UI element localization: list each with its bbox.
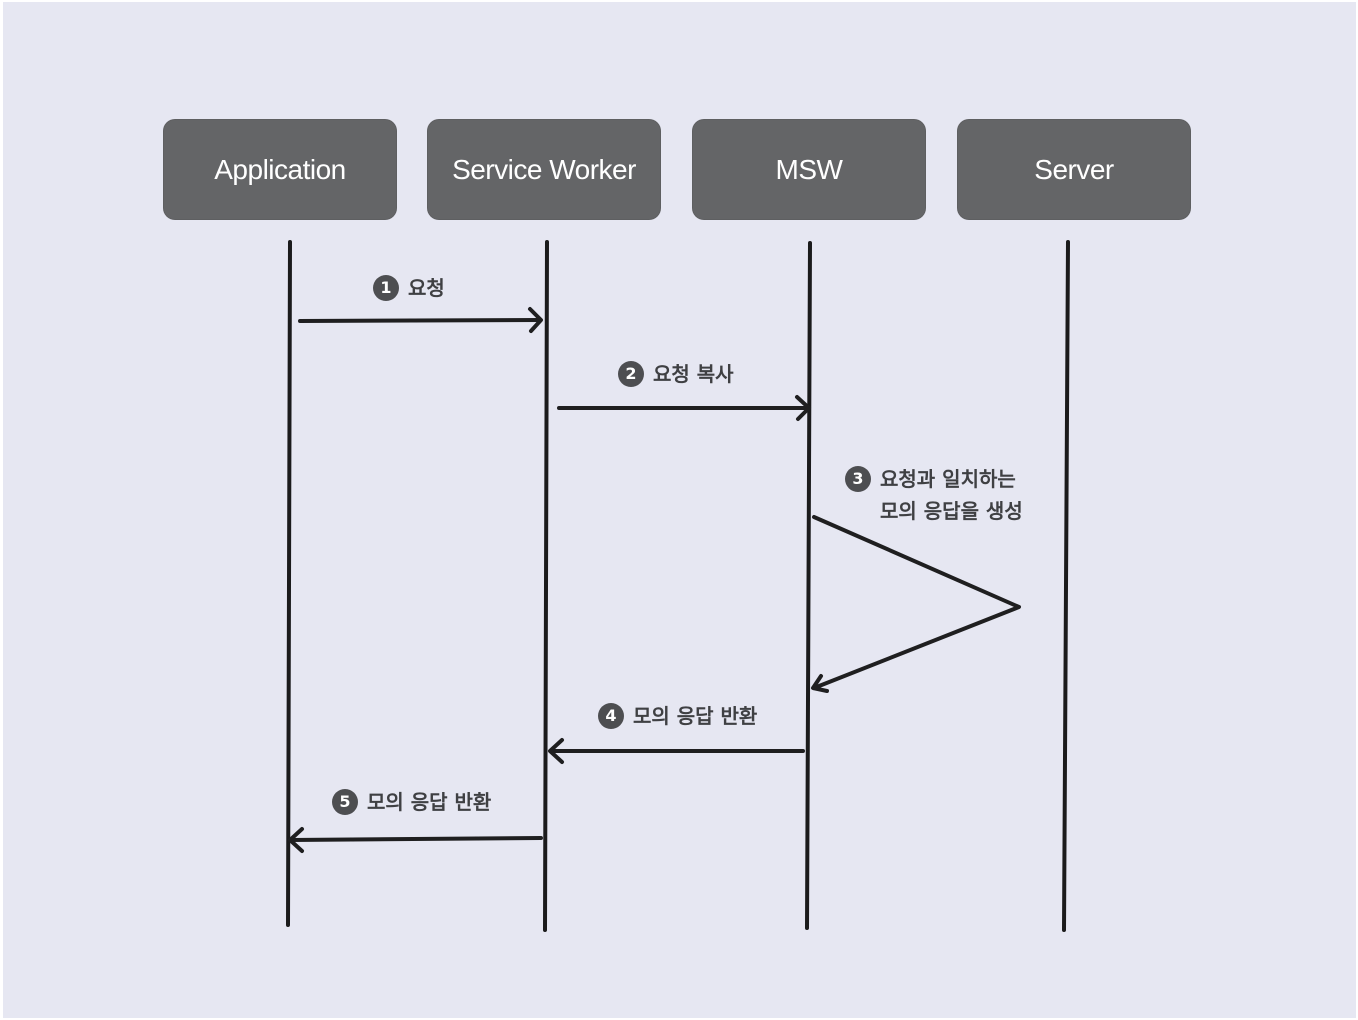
step-text: 요청 복사 — [653, 358, 734, 390]
step-text: 모의 응답 반환 — [367, 786, 491, 818]
lifeline-msw — [805, 241, 812, 930]
step-text-line: 요청 복사 — [653, 362, 734, 386]
actor-label: MSW — [775, 153, 843, 185]
message-arrow-5 — [288, 827, 543, 853]
actor-label: Service Worker — [452, 153, 636, 185]
step-text-line: 모의 응답을 생성 — [880, 499, 1023, 523]
step-text-line: 요청과 일치하는 — [880, 467, 1016, 491]
actor-application: Application — [163, 119, 397, 220]
step-label-4: 4 모의 응답 반환 — [598, 700, 757, 732]
actor-msw: MSW — [692, 119, 926, 220]
step-number-badge: 5 — [332, 789, 358, 815]
step-text: 요청과 일치하는 모의 응답을 생성 — [880, 463, 1023, 527]
message-arrow-3-self — [811, 515, 1021, 693]
message-arrow-1 — [298, 307, 543, 333]
step-label-2: 2 요청 복사 — [618, 358, 734, 390]
lifeline-service-worker — [543, 240, 549, 932]
step-text-line: 모의 응답 반환 — [367, 790, 492, 814]
message-arrow-2 — [557, 395, 811, 421]
actor-label: Server — [1034, 153, 1114, 185]
actor-service-worker: Service Worker — [427, 119, 661, 220]
step-number-badge: 1 — [373, 275, 399, 301]
step-text: 모의 응답 반환 — [633, 700, 757, 732]
lifeline-application — [286, 240, 292, 927]
step-label-3: 3 요청과 일치하는 모의 응답을 생성 — [845, 463, 1023, 527]
step-number-badge: 2 — [618, 361, 644, 387]
step-text: 요청 — [408, 272, 445, 304]
step-label-1: 1 요청 — [373, 272, 445, 304]
actor-label: Application — [214, 153, 346, 185]
message-arrow-4 — [548, 738, 805, 764]
step-text-line: 요청 — [408, 276, 445, 300]
step-number-badge: 4 — [598, 703, 624, 729]
actor-server: Server — [957, 119, 1191, 220]
step-label-5: 5 모의 응답 반환 — [332, 786, 491, 818]
step-text-line: 모의 응답 반환 — [633, 704, 758, 728]
lifeline-server — [1062, 240, 1070, 932]
step-number-badge: 3 — [845, 466, 871, 492]
